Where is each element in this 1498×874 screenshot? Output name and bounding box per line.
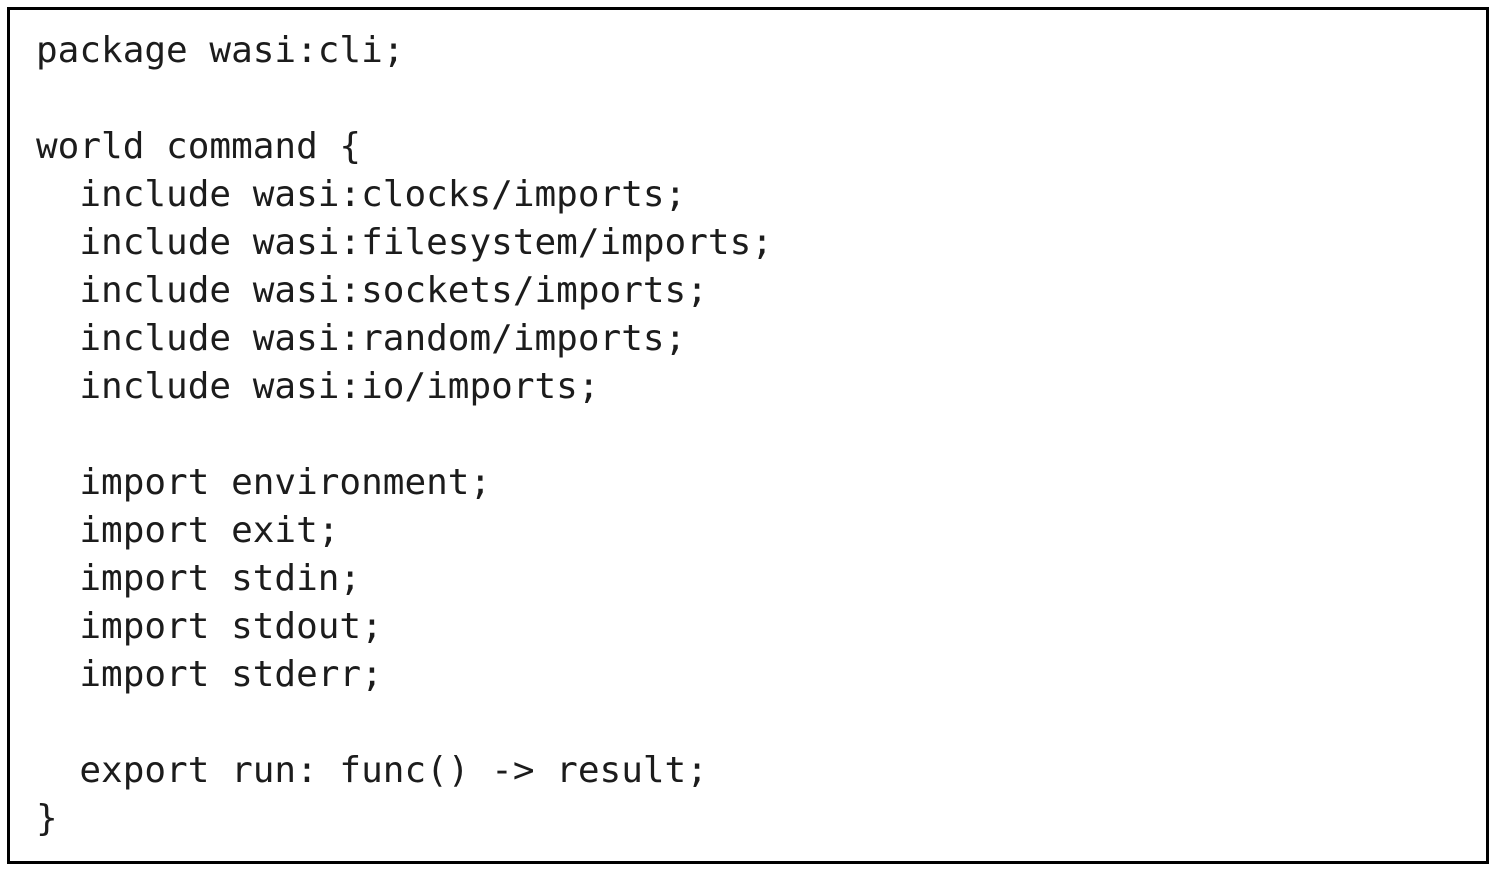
- code-line: include wasi:sockets/imports;: [36, 270, 708, 311]
- code-line: import exit;: [36, 510, 340, 551]
- code-line: [36, 75, 1476, 123]
- code-panel: package wasi:cli; world command { include…: [7, 7, 1489, 864]
- code-line: import stdin;: [36, 558, 362, 599]
- code-line: include wasi:random/imports;: [36, 318, 687, 359]
- code-block: package wasi:cli; world command { include…: [10, 10, 1486, 843]
- code-line: import stderr;: [36, 654, 383, 695]
- code-line: [36, 411, 1476, 459]
- code-line: import stdout;: [36, 606, 383, 647]
- code-line: import environment;: [36, 462, 492, 503]
- code-line: package wasi:cli;: [36, 30, 405, 71]
- code-line: include wasi:io/imports;: [36, 366, 600, 407]
- code-line: export run: func() -> result;: [36, 750, 708, 791]
- code-line: }: [36, 798, 58, 839]
- code-line: [36, 699, 1476, 747]
- code-line: world command {: [36, 126, 362, 167]
- code-line: include wasi:filesystem/imports;: [36, 222, 773, 263]
- code-line: include wasi:clocks/imports;: [36, 174, 687, 215]
